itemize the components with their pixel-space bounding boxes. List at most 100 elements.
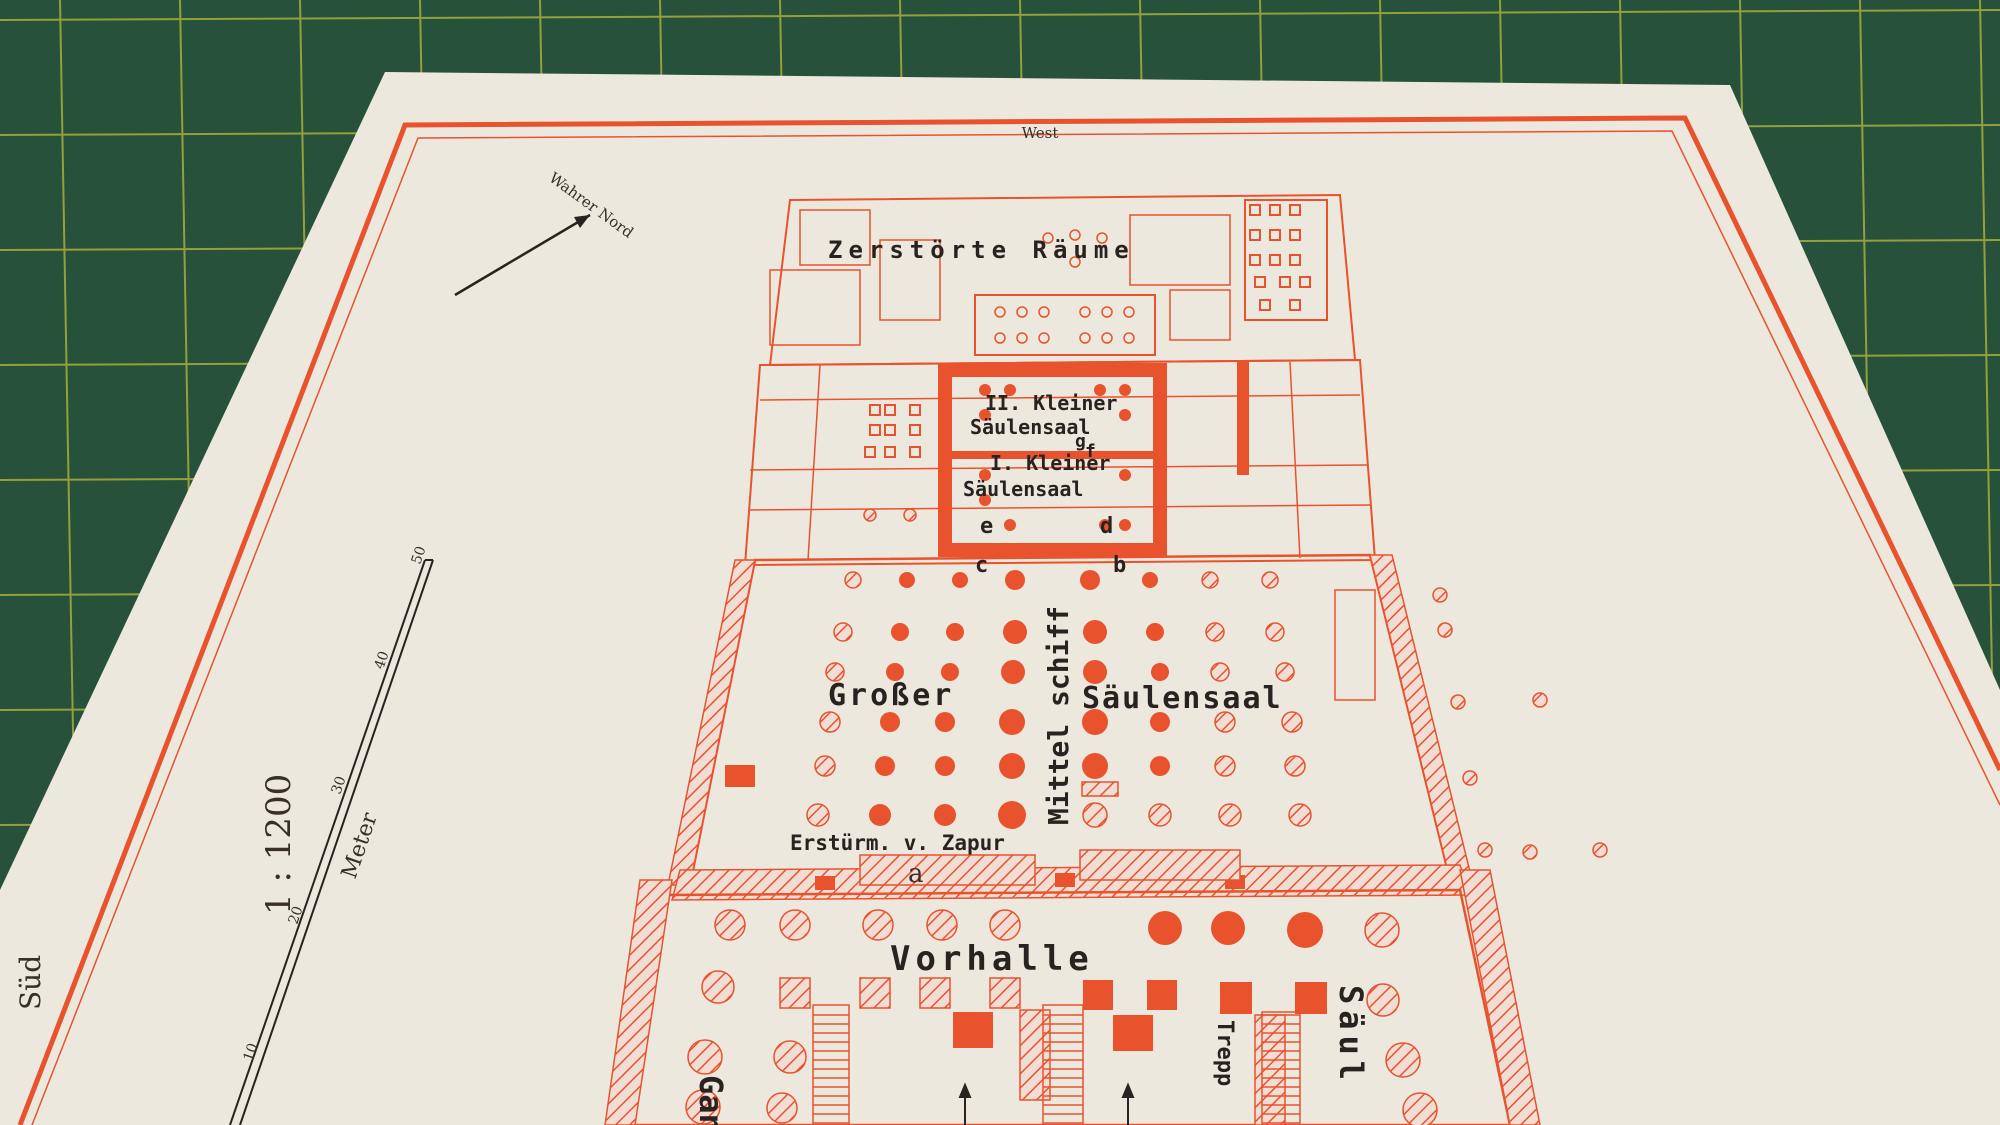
column xyxy=(701,970,735,1004)
column xyxy=(766,1092,798,1124)
column xyxy=(946,623,964,641)
column xyxy=(1275,662,1295,682)
label-great-hall-b: Säulensaal xyxy=(1082,681,1283,716)
column xyxy=(1119,384,1131,396)
map-border xyxy=(17,115,2000,1125)
column xyxy=(880,712,900,732)
column xyxy=(1287,912,1323,948)
column xyxy=(1080,570,1100,590)
square-pillar xyxy=(884,424,896,436)
column xyxy=(779,909,811,941)
square-pillar xyxy=(1249,204,1261,216)
scale-tick-20: 20 xyxy=(286,904,307,926)
label-small-hall-2-a: II. Kleiner xyxy=(985,391,1117,415)
square-pillar xyxy=(1259,299,1271,311)
column xyxy=(1079,306,1091,318)
square-pillar xyxy=(869,424,881,436)
square-pillar xyxy=(1254,276,1266,288)
column xyxy=(869,804,891,826)
square-pillar xyxy=(1289,204,1301,216)
column xyxy=(773,1040,807,1074)
column xyxy=(1218,803,1242,827)
column xyxy=(863,508,877,522)
column xyxy=(1005,570,1025,590)
marker-a: a xyxy=(908,859,924,889)
column xyxy=(999,709,1025,735)
marker-c: c xyxy=(975,553,988,578)
destroyed-rooms-cells xyxy=(769,209,1231,346)
column xyxy=(844,571,862,589)
column xyxy=(899,572,915,588)
column xyxy=(999,753,1025,779)
label-columns-right: Säul xyxy=(1332,985,1370,1086)
column xyxy=(1004,384,1016,396)
column xyxy=(1592,842,1608,858)
column xyxy=(1366,983,1400,1017)
label-corridor: Gang xyxy=(692,1075,730,1125)
column xyxy=(1016,332,1028,344)
square-pillar xyxy=(884,446,896,458)
column xyxy=(1288,803,1312,827)
marker-d: d xyxy=(1100,514,1113,539)
column xyxy=(979,494,991,506)
column xyxy=(1402,1092,1438,1125)
column xyxy=(825,662,845,682)
square-pillar xyxy=(909,404,921,416)
small-halls-block xyxy=(938,363,1167,557)
column xyxy=(1201,571,1219,589)
label-storm: Erstürm. v. Zapur xyxy=(790,831,1005,855)
square-pillar xyxy=(1269,254,1281,266)
column xyxy=(1284,755,1306,777)
column xyxy=(1146,623,1164,641)
column xyxy=(998,801,1026,829)
compass-south: Süd xyxy=(14,955,47,1010)
square-pillar xyxy=(1289,229,1301,241)
column xyxy=(935,756,955,776)
square-pillar xyxy=(1279,276,1291,288)
label-portico: Vorhalle xyxy=(890,939,1094,979)
column xyxy=(1211,911,1245,945)
column xyxy=(1477,842,1493,858)
label-great-hall-a: Großer xyxy=(828,678,954,713)
column xyxy=(891,623,909,641)
column xyxy=(1083,660,1107,684)
scale-tick-30: 30 xyxy=(329,774,350,796)
column xyxy=(1364,912,1400,948)
square-pillar xyxy=(869,404,881,416)
column xyxy=(819,711,841,733)
column xyxy=(1082,709,1108,735)
column xyxy=(1016,306,1028,318)
square-pillar xyxy=(909,424,921,436)
label-small-hall-2-b: Säulensaal xyxy=(970,415,1090,439)
column xyxy=(685,1089,721,1125)
column xyxy=(1437,622,1453,638)
column xyxy=(1101,306,1113,318)
square-pillar xyxy=(1269,204,1281,216)
marker-b: b xyxy=(1113,553,1126,578)
column xyxy=(1101,332,1113,344)
column xyxy=(1003,620,1027,644)
column xyxy=(1119,519,1131,531)
column xyxy=(806,803,830,827)
column xyxy=(1082,802,1108,828)
label-stairs: Trepp xyxy=(1212,1020,1237,1086)
column xyxy=(1265,622,1285,642)
column xyxy=(1001,660,1025,684)
marker-f: f xyxy=(1085,441,1096,462)
scale-tick-10: 10 xyxy=(241,1041,262,1063)
stairs xyxy=(812,1004,1301,1125)
label-small-hall-1-b: Säulensaal xyxy=(963,477,1083,501)
column xyxy=(1004,519,1016,531)
entrance-arrows xyxy=(958,1082,1135,1125)
square-pillar xyxy=(1269,229,1281,241)
column xyxy=(862,909,894,941)
column xyxy=(886,663,904,681)
scale-tick-50: 50 xyxy=(409,544,430,566)
inner-west-court xyxy=(974,294,1156,356)
mat-grid-line xyxy=(0,9,2000,21)
column xyxy=(1038,306,1050,318)
column xyxy=(1281,711,1303,733)
column xyxy=(1123,306,1135,318)
column xyxy=(1119,409,1131,421)
column xyxy=(1069,229,1081,241)
